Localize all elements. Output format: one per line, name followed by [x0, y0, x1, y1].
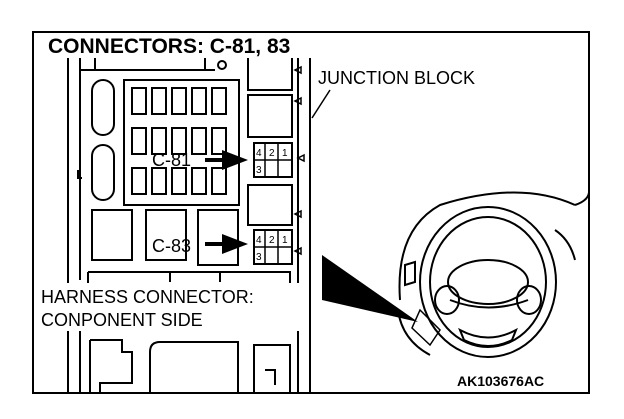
lower-box-2 — [145, 209, 187, 261]
c83-pin-3: 3 — [256, 252, 262, 263]
diagram-title: CONNECTORS: C-81, 83 — [48, 35, 290, 58]
harness-label-bg — [40, 283, 300, 331]
relay-box-3 — [247, 184, 293, 226]
c83-pin-2: 2 — [269, 235, 275, 246]
c83-arrow-icon — [205, 234, 248, 254]
relay-box-2 — [247, 94, 293, 138]
location-pointer-wedge — [322, 255, 418, 322]
edge-markers — [293, 65, 305, 256]
c81-pin-2: 2 — [269, 148, 275, 159]
connector-c81: 4 2 1 3 — [253, 142, 293, 178]
c81-arrow-icon — [205, 150, 248, 170]
c81-pin-3: 3 — [256, 165, 262, 176]
lower-box-3 — [197, 209, 239, 266]
lower-box-1 — [91, 209, 133, 261]
harness-connector-label-line1: HARNESS CONNECTOR: — [41, 287, 254, 307]
junction-leader-line — [311, 89, 331, 119]
c83-pin-4: 4 — [256, 235, 262, 246]
harness-connector-label-line2: CONPONENT SIDE — [41, 310, 203, 330]
slot-pill-upper — [91, 79, 115, 136]
fuse-slots — [131, 87, 227, 195]
fuse-grid-panel — [123, 79, 240, 206]
c81-label: C-81 — [152, 150, 191, 170]
image-code: AK103676AC — [457, 373, 544, 389]
c83-pin-1: 1 — [282, 235, 288, 246]
connector-c83: 4 2 1 3 — [253, 229, 293, 265]
steering-wheel-icon — [397, 189, 591, 358]
title-bg — [46, 34, 336, 58]
slot-pill-lower — [91, 144, 115, 201]
c83-label: C-83 — [152, 236, 191, 256]
c81-pin-1: 1 — [282, 148, 288, 159]
c81-pin-4: 4 — [256, 148, 262, 159]
junction-block-label: JUNCTION BLOCK — [318, 68, 475, 88]
